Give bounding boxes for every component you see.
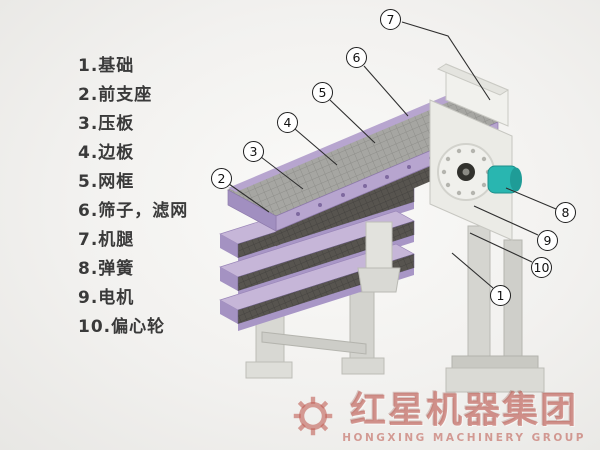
discharge-chute bbox=[357, 221, 401, 293]
callout-8: 8 bbox=[555, 202, 576, 223]
feed-box bbox=[436, 63, 510, 127]
callout-5: 5 bbox=[312, 82, 333, 103]
legend-item-10: 10.偏心轮 bbox=[78, 317, 166, 337]
callout-4: 4 bbox=[277, 112, 298, 133]
legend-item-9: 9.电机 bbox=[78, 288, 135, 308]
side-plate bbox=[429, 99, 513, 241]
legend-item-2: 2.前支座 bbox=[78, 85, 153, 105]
callout-3: 3 bbox=[243, 141, 264, 162]
callout-10: 10 bbox=[531, 257, 552, 278]
callout-9: 9 bbox=[537, 230, 558, 251]
legend-item-3: 3.压板 bbox=[78, 114, 135, 134]
machine-right-legs bbox=[445, 225, 545, 393]
legend-item-6: 6.筛子，滤网 bbox=[78, 201, 189, 221]
legend-item-5: 5.网框 bbox=[78, 172, 135, 192]
callout-1: 1 bbox=[490, 285, 511, 306]
legend-item-4: 4.边板 bbox=[78, 143, 135, 163]
plate-bolts bbox=[441, 148, 491, 196]
legend-item-7: 7.机腿 bbox=[78, 230, 135, 250]
leader-lines bbox=[228, 21, 557, 289]
callout-6: 6 bbox=[346, 47, 367, 68]
callout-7: 7 bbox=[380, 9, 401, 30]
callout-2: 2 bbox=[211, 168, 232, 189]
legend-item-8: 8.弹簧 bbox=[78, 259, 135, 279]
legend-item-1: 1.基础 bbox=[78, 56, 135, 76]
motor-unit bbox=[487, 165, 522, 194]
legend-list: 1.基础 2.前支座 3.压板 4.边板 5.网框 6.筛子，滤网 7.机腿 8… bbox=[78, 52, 188, 342]
